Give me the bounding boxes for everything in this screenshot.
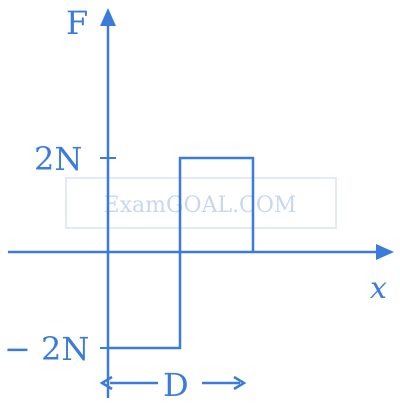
y-axis-label: F xyxy=(66,4,88,42)
negative-force-segment xyxy=(108,252,182,350)
width-arrow-right-head xyxy=(233,375,247,391)
y-axis-arrowhead xyxy=(100,8,116,26)
lower-value-label: − 2N xyxy=(4,330,89,368)
watermark-text: ExamGOAL.COM xyxy=(104,193,297,218)
positive-force-segment xyxy=(178,156,255,252)
x-axis-label: x xyxy=(370,271,387,306)
upper-value-label: 2N xyxy=(34,140,82,178)
x-axis-arrowhead xyxy=(376,244,394,260)
watermark-box xyxy=(65,177,337,229)
width-label: D xyxy=(163,366,189,404)
watermark: ExamGOAL.COM xyxy=(65,177,337,229)
width-arrow-left-head xyxy=(99,375,113,391)
